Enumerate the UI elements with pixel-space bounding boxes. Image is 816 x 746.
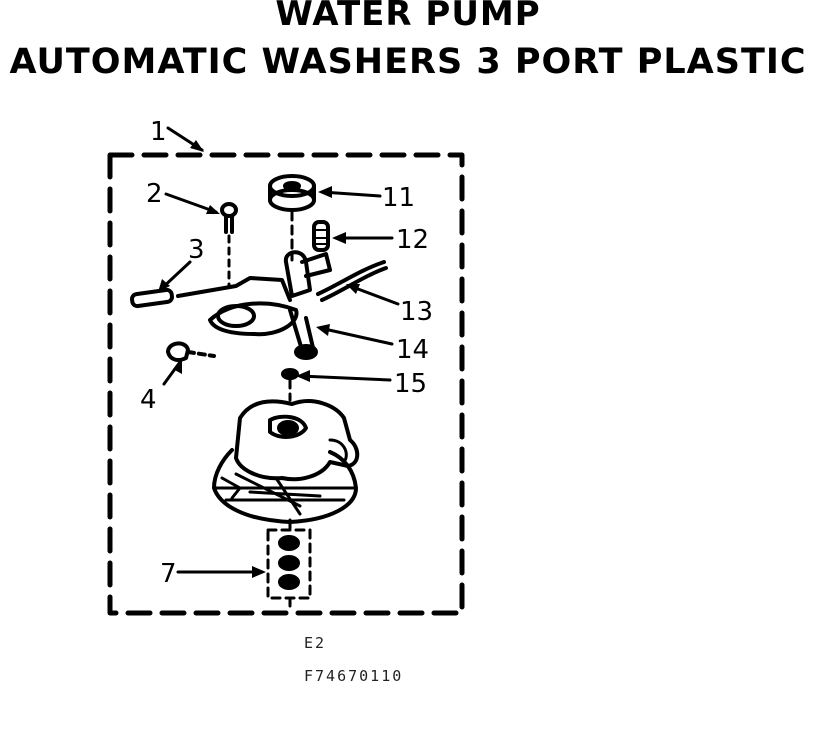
diagram-title: WATER PUMP (275, 0, 541, 34)
part-seal-kit (266, 528, 312, 600)
callout-12: 12 (396, 225, 429, 255)
part-pump-housing (212, 399, 360, 524)
diagram-subtitle: AUTOMATIC WASHERS 3 PORT PLASTIC (9, 42, 807, 82)
part-bolt (220, 202, 238, 234)
callout-7: 7 (160, 559, 177, 589)
part-washer (281, 368, 299, 380)
part-clip (166, 341, 216, 362)
part-pulley (268, 174, 316, 212)
callout-15: 15 (394, 369, 427, 399)
assembly-boundary (107, 152, 465, 616)
callout-3: 3 (188, 235, 205, 265)
callout-2: 2 (146, 179, 163, 209)
callout-14: 14 (396, 335, 429, 365)
figure-code-1: E2 (304, 634, 327, 652)
part-cam-assembly (176, 250, 332, 360)
callout-1: 1 (150, 117, 167, 147)
part-spring (312, 220, 330, 252)
figure-code-2: F74670110 (304, 667, 404, 685)
part-lever-arm (316, 260, 388, 302)
callout-4: 4 (140, 385, 157, 415)
callout-13: 13 (400, 297, 433, 327)
assembly-axis (288, 210, 294, 614)
leader-arrowheads (158, 140, 360, 578)
callout-11: 11 (382, 183, 415, 213)
part-pin (130, 287, 174, 309)
